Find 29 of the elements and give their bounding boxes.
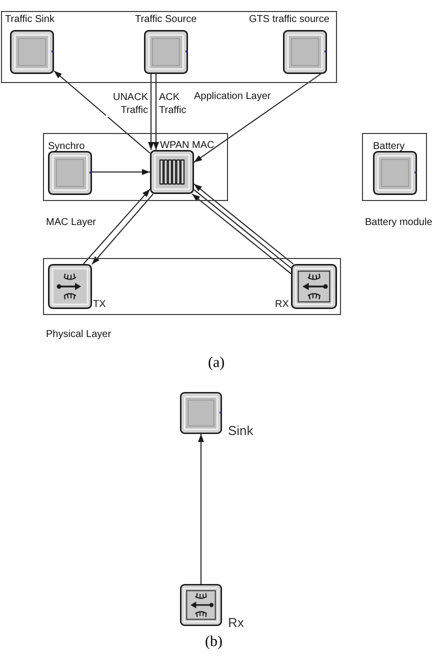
arrow bbox=[92, 194, 154, 265]
module-label: Traffic Sink bbox=[5, 14, 54, 26]
layer-frame bbox=[43, 133, 228, 201]
module-label: WPAN MAC bbox=[160, 140, 214, 152]
layer-frame bbox=[362, 133, 427, 201]
module-label: Rx bbox=[228, 615, 244, 630]
module-label: GTS traffic source bbox=[249, 14, 330, 26]
module-label: Synchro bbox=[48, 141, 85, 153]
arrow bbox=[153, 74, 159, 150]
arrow bbox=[148, 74, 154, 150]
arrow bbox=[82, 188, 150, 264]
arrow bbox=[194, 74, 322, 163]
subfigure-label: (b) bbox=[205, 634, 222, 651]
module-label: Battery bbox=[373, 141, 405, 153]
module-label: Traffic Source bbox=[135, 14, 197, 26]
layer-label: Application Layer bbox=[194, 91, 271, 103]
layer-frame bbox=[43, 258, 341, 315]
arrow bbox=[198, 434, 204, 584]
subfigure-label: (a) bbox=[208, 355, 225, 372]
layer-frame bbox=[1, 11, 337, 83]
layer-label: Battery module bbox=[365, 217, 432, 229]
arrow bbox=[54, 70, 150, 154]
layer-label: Physical Layer bbox=[46, 329, 112, 341]
layer-label: MAC Layer bbox=[46, 217, 96, 229]
module-label: Sink bbox=[228, 423, 254, 438]
edge-label: UNACK Traffic bbox=[106, 91, 148, 117]
arrow bbox=[92, 169, 150, 175]
module-label: RX bbox=[275, 299, 289, 311]
module-label: TX bbox=[93, 299, 106, 311]
